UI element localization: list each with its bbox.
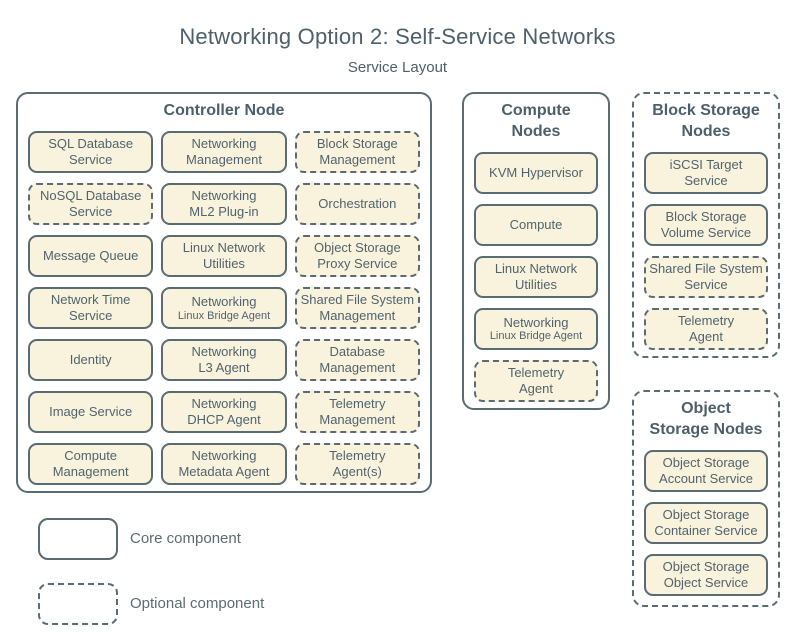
service-box: Linux Network Utilities bbox=[474, 255, 598, 298]
service-label: Networking DHCP Agent bbox=[187, 395, 261, 427]
service-label: Networking bbox=[503, 314, 569, 330]
service-label: KVM Hypervisor bbox=[489, 164, 583, 180]
service-box: Object Storage Account Service bbox=[644, 449, 768, 492]
service-label: Shared File System Management bbox=[300, 291, 415, 323]
service-box: Compute bbox=[474, 203, 598, 246]
service-sublabel: Linux Bridge Agent bbox=[177, 309, 271, 322]
service-box: iSCSI Target Service bbox=[644, 151, 768, 194]
service-box: Networking ML2 Plug-in bbox=[161, 182, 287, 225]
service-label: Message Queue bbox=[42, 247, 139, 263]
service-box: Identity bbox=[28, 338, 154, 381]
service-label: Image Service bbox=[49, 403, 133, 419]
service-label: Linux Network Utilities bbox=[494, 260, 578, 292]
service-box: Object Storage Object Service bbox=[644, 553, 768, 596]
service-box: NoSQL Database Service bbox=[28, 182, 154, 225]
service-label: Telemetry Agent bbox=[507, 364, 565, 396]
service-box: Linux Network Utilities bbox=[161, 234, 287, 277]
service-box: Object Storage Container Service bbox=[644, 501, 768, 544]
diagram-subtitle: Service Layout bbox=[347, 59, 448, 76]
service-box: Object Storage Proxy Service bbox=[294, 234, 420, 277]
service-label: Networking Metadata Agent bbox=[178, 447, 270, 479]
service-label: Networking bbox=[191, 293, 257, 309]
service-box: Image Service bbox=[28, 390, 154, 433]
service-box: Shared File System Service bbox=[644, 255, 768, 298]
service-box: Telemetry Agent bbox=[474, 359, 598, 402]
service-box: Telemetry Agent(s) bbox=[294, 442, 420, 485]
service-label: iSCSI Target Service bbox=[669, 156, 743, 188]
service-box: Networking Metadata Agent bbox=[161, 442, 287, 485]
object-storage-nodes-group: Object Storage Nodes Object Storage Acco… bbox=[632, 390, 780, 607]
service-label: Networking ML2 Plug-in bbox=[189, 187, 259, 219]
service-label: Network Time Service bbox=[50, 291, 131, 323]
service-box: SQL Database Service bbox=[28, 130, 154, 173]
service-label: Identity bbox=[69, 351, 112, 367]
service-label: Telemetry Management bbox=[319, 395, 396, 427]
controller-node-title: Controller Node bbox=[163, 102, 285, 119]
service-label: SQL Database Service bbox=[48, 135, 134, 167]
service-label: Telemetry Agent(s) bbox=[329, 447, 386, 479]
service-sublabel: Linux Bridge Agent bbox=[489, 330, 583, 343]
controller-node-services: SQL Database Service Networking Managemen… bbox=[18, 130, 430, 485]
service-box: Networking Management bbox=[161, 130, 287, 173]
service-box: Compute Management bbox=[28, 442, 154, 485]
service-label: Block Storage Management bbox=[316, 135, 398, 167]
service-label: Telemetry Agent bbox=[677, 312, 735, 344]
service-label: Compute Management bbox=[52, 447, 129, 479]
service-box: Telemetry Management bbox=[294, 390, 420, 433]
service-label: Object Storage Account Service bbox=[659, 454, 753, 486]
service-label: Networking Management bbox=[186, 135, 262, 167]
service-label: Networking L3 Agent bbox=[191, 343, 257, 375]
service-label: Object Storage Proxy Service bbox=[313, 239, 401, 271]
object-storage-nodes-title: Object Storage Nodes bbox=[649, 400, 763, 438]
core-component-label: Core component bbox=[130, 530, 241, 547]
service-label: NoSQL Database Service bbox=[39, 187, 142, 219]
service-box: Block Storage Volume Service bbox=[644, 203, 768, 246]
service-label: Shared File System Service bbox=[649, 260, 763, 292]
service-label: Database Management bbox=[319, 343, 396, 375]
service-box: Block Storage Management bbox=[294, 130, 420, 173]
service-label: Block Storage Volume Service bbox=[660, 208, 752, 240]
optional-component-swatch bbox=[38, 583, 118, 625]
service-box: Message Queue bbox=[28, 234, 154, 277]
service-box: Orchestration bbox=[294, 182, 420, 225]
service-box: Telemetry Agent bbox=[644, 307, 768, 350]
compute-nodes-title: Compute Nodes bbox=[501, 102, 571, 140]
optional-component-label: Optional component bbox=[130, 595, 265, 612]
service-box: KVM Hypervisor bbox=[474, 151, 598, 194]
service-box: Shared File System Management bbox=[294, 286, 420, 329]
service-label: Object Storage Container Service bbox=[654, 506, 758, 538]
block-storage-nodes-title: Block Storage Nodes bbox=[652, 102, 760, 140]
service-label: Compute bbox=[509, 216, 563, 232]
service-label: Orchestration bbox=[318, 195, 397, 211]
service-label: Object Storage Object Service bbox=[662, 558, 750, 590]
service-box: Networking L3 Agent bbox=[161, 338, 287, 381]
service-box: Network Time Service bbox=[28, 286, 154, 329]
diagram-title: Networking Option 2: Self-Service Networ… bbox=[179, 24, 616, 49]
service-label: Linux Network Utilities bbox=[182, 239, 266, 271]
service-box: Networking DHCP Agent bbox=[161, 390, 287, 433]
service-box: Database Management bbox=[294, 338, 420, 381]
block-storage-nodes-group: Block Storage Nodes iSCSI Target Service… bbox=[632, 92, 780, 358]
core-component-swatch bbox=[38, 518, 118, 560]
